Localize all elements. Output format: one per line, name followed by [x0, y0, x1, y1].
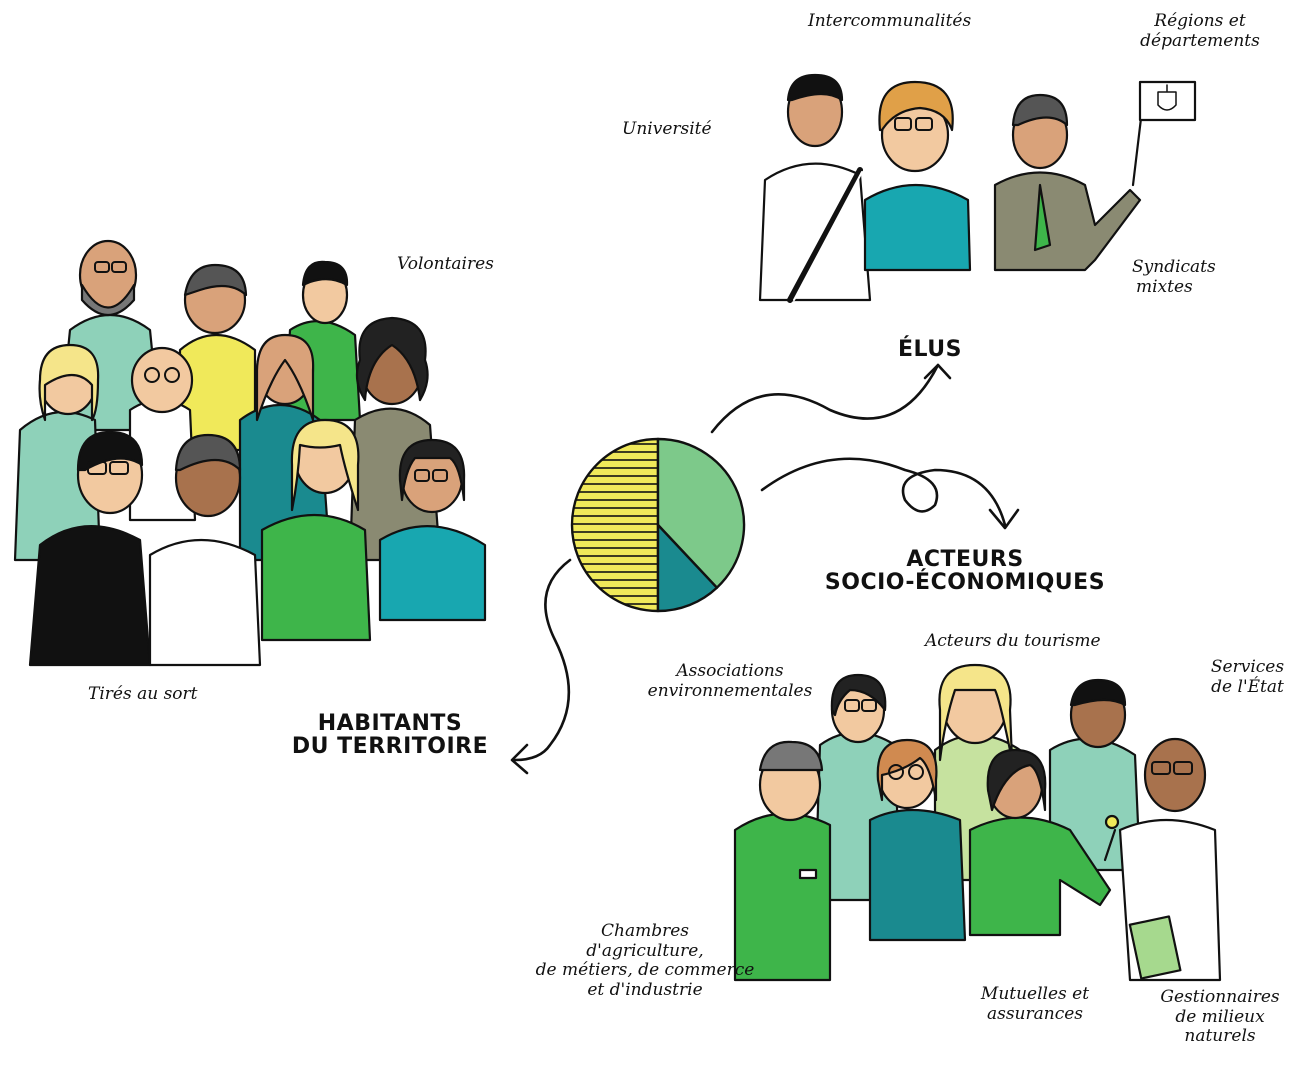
label-services-line2: de l'État — [1211, 676, 1284, 697]
acteurs-title: ACTEURS SOCIO-ÉCONOMIQUES — [820, 548, 1110, 594]
label-associations: Associations environnementales — [630, 661, 830, 701]
label-chambres-line3: de métiers, de commerce — [535, 960, 755, 981]
label-chambres-line2: d'agriculture, — [586, 940, 704, 961]
person-body — [178, 333, 257, 452]
acteurs-title-line1: ACTEURS — [906, 547, 1024, 572]
habitants-title: HABITANTS DU TERRITOIRE — [290, 712, 490, 758]
label-services-line1: Services — [1210, 657, 1285, 677]
pie-slice — [656, 437, 746, 589]
label-tourisme: Acteurs du tourisme — [925, 631, 1101, 651]
arrow-to-elus — [710, 363, 940, 434]
person-body — [378, 525, 487, 622]
pie-slice — [570, 437, 660, 613]
label-associations-line1: Associations — [676, 661, 784, 681]
person-body — [148, 539, 262, 667]
label-syndicats-line1: Syndicats — [1132, 257, 1216, 277]
person-body — [968, 816, 1112, 937]
habitants-group — [13, 239, 487, 667]
acteurs-title-line2: SOCIO-ÉCONOMIQUES — [824, 570, 1106, 596]
crowned-shield-icon — [1157, 84, 1177, 111]
label-mutuelles-line1: Mutuelles et — [980, 984, 1090, 1004]
label-universite: Université — [622, 119, 712, 139]
label-tires-au-sort: Tirés au sort — [88, 684, 198, 704]
label-mutuelles-line2: assurances — [986, 1003, 1084, 1024]
person-body — [863, 184, 972, 272]
person-head — [1143, 737, 1207, 813]
arrow-to-acteurs-head — [988, 508, 1020, 530]
habitants-title-line1: HABITANTS — [317, 711, 463, 736]
arrow-to-habitants — [513, 558, 572, 762]
person-body — [868, 808, 967, 942]
label-regions-line2: départements — [1140, 30, 1260, 51]
elus-group — [758, 73, 1197, 303]
habitants-title-line2: DU TERRITOIRE — [291, 734, 489, 760]
label-associations-line2: environnementales — [647, 680, 813, 701]
label-syndicats: Syndicats mixtes — [1132, 257, 1216, 297]
pie-slice — [656, 523, 719, 613]
person-body — [28, 525, 152, 667]
arrow-to-habitants-head — [510, 743, 529, 775]
label-gestionnaires-line3: naturels — [1184, 1026, 1256, 1047]
person-body — [993, 171, 1142, 272]
elus-title: ÉLUS — [898, 337, 962, 362]
label-services: Services de l'État — [1195, 657, 1300, 697]
label-mutuelles: Mutuelles et assurances — [965, 984, 1105, 1024]
label-volontaires: Volontaires — [397, 254, 494, 274]
arrow-to-elus-head — [923, 363, 952, 380]
arrow-to-acteurs — [760, 457, 1007, 527]
label-regions-line1: Régions et — [1154, 11, 1246, 31]
label-syndicats-line2: mixtes — [1136, 276, 1193, 297]
label-gestionnaires-line2: de milieux — [1175, 1006, 1265, 1027]
label-chambres-line1: Chambres — [600, 921, 689, 941]
label-chambres-line4: et d'industrie — [587, 979, 703, 1000]
pie-chart — [570, 437, 746, 613]
flag — [1138, 80, 1197, 122]
label-gestionnaires: Gestionnaires de milieux naturels — [1150, 987, 1290, 1047]
label-gestionnaires-line1: Gestionnaires — [1160, 987, 1280, 1007]
label-chambres: Chambres d'agriculture, de métiers, de c… — [530, 921, 760, 1000]
label-intercommunalites: Intercommunalités — [808, 11, 972, 31]
acteurs-group — [733, 663, 1222, 982]
label-regions: Régions et départements — [1135, 11, 1265, 51]
person-head — [130, 346, 194, 414]
person-body — [260, 514, 372, 642]
